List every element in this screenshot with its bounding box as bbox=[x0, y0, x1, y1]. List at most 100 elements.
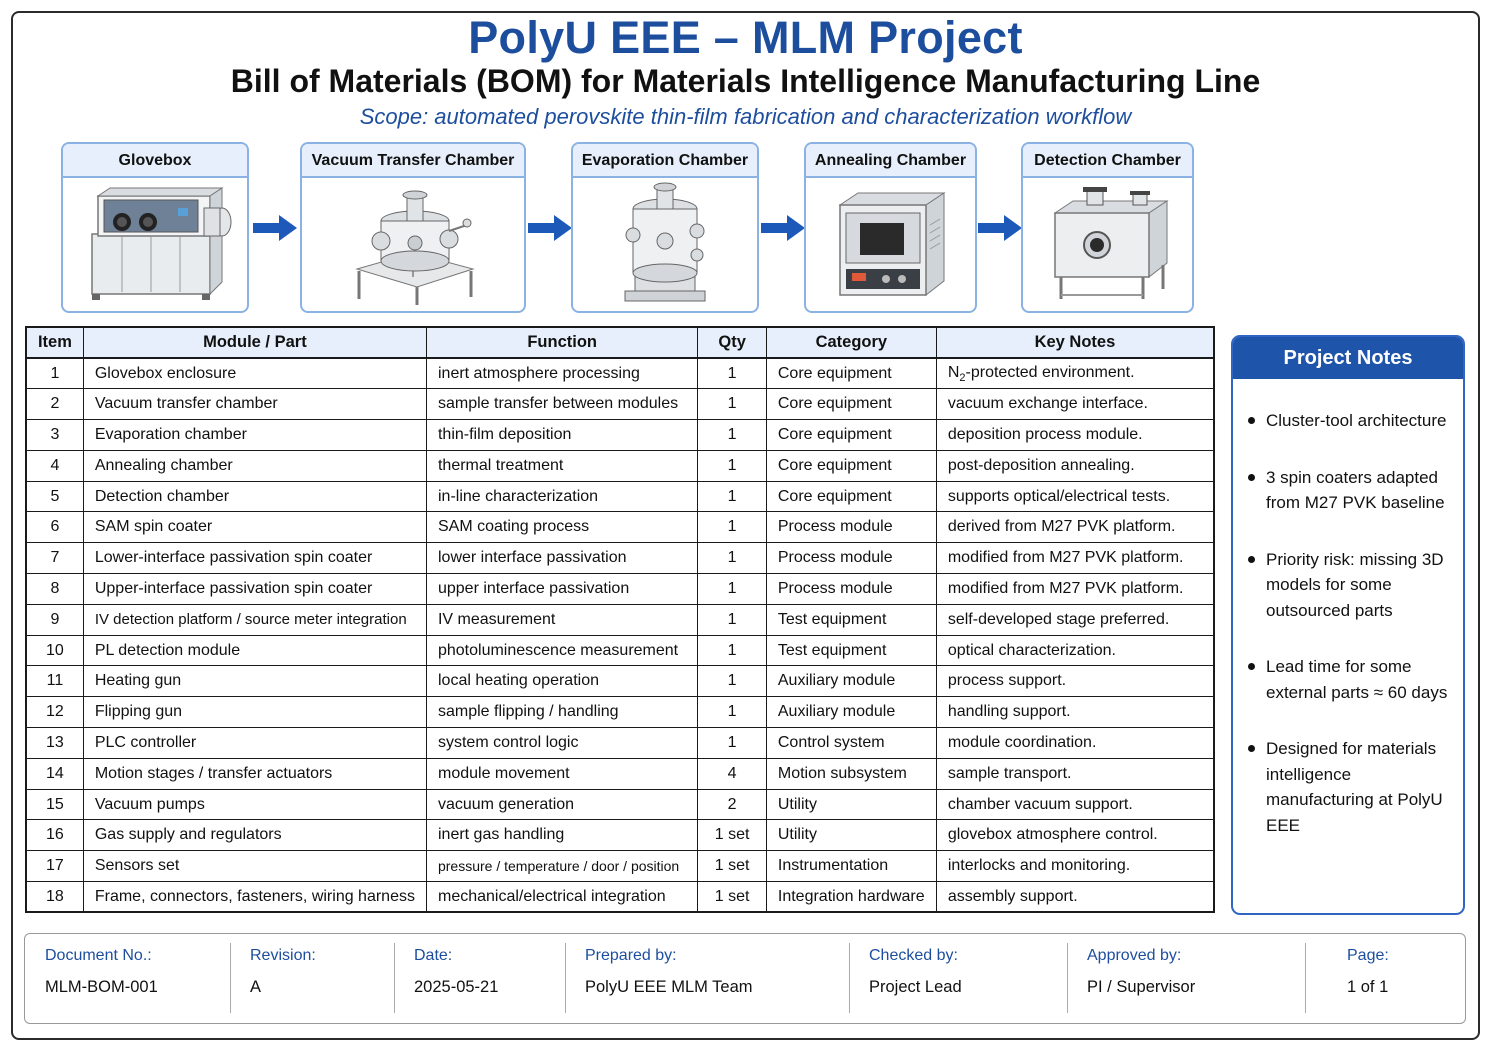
detection-chamber-icon bbox=[1052, 186, 1169, 299]
cell-module: SAM spin coater bbox=[82, 511, 427, 544]
footer-document-no: Document No.: MLM-BOM-001 bbox=[25, 934, 230, 1023]
cell-module: Vacuum transfer chamber bbox=[82, 388, 427, 421]
cell-notes: supports optical/electrical tests. bbox=[935, 480, 1215, 513]
cell-category: Motion subsystem bbox=[765, 757, 937, 790]
cell-category: Core equipment bbox=[765, 480, 937, 513]
cell-function: mechanical/electrical integration bbox=[425, 881, 699, 913]
footer-value: A bbox=[250, 978, 262, 996]
flow-arrow-icon bbox=[761, 215, 805, 241]
cell-qty: 1 bbox=[697, 449, 767, 482]
cell-qty: 1 bbox=[697, 542, 767, 575]
cell-qty: 4 bbox=[697, 757, 767, 790]
flow-arrow-icon bbox=[978, 215, 1022, 241]
cell-notes: post-deposition annealing. bbox=[935, 449, 1215, 482]
footer-label: Prepared by: bbox=[585, 947, 677, 964]
cell-category: Auxiliary module bbox=[765, 696, 937, 729]
cell-module: Sensors set bbox=[82, 850, 427, 883]
footer-prepared-by: Prepared by: PolyU EEE MLM Team bbox=[565, 934, 849, 1023]
cell-item: 17 bbox=[25, 850, 84, 883]
cell-category: Process module bbox=[765, 511, 937, 544]
cell-notes: deposition process module. bbox=[935, 419, 1215, 451]
footer-value: Project Lead bbox=[869, 978, 962, 996]
footer-page: Page: 1 of 1 bbox=[1305, 934, 1463, 1023]
evaporation-chamber-icon bbox=[624, 182, 706, 301]
cell-item: 14 bbox=[25, 757, 84, 790]
stage-label: Vacuum Transfer Chamber bbox=[302, 144, 524, 178]
footer-label: Revision: bbox=[250, 947, 316, 964]
note-item: Priority risk: missing 3D models for som… bbox=[1247, 547, 1453, 624]
cell-category: Integration hardware bbox=[765, 881, 937, 913]
cell-module: PLC controller bbox=[82, 727, 427, 759]
cell-function: system control logic bbox=[425, 727, 699, 759]
cell-category: Instrumentation bbox=[765, 850, 937, 883]
footer-revision: Revision: A bbox=[230, 934, 394, 1023]
page-title: PolyU EEE – MLM Project bbox=[468, 12, 1023, 63]
cell-item: 7 bbox=[25, 542, 84, 575]
cell-item: 15 bbox=[25, 788, 84, 821]
project-notes-panel: Project Notes Cluster-tool architecture … bbox=[1231, 335, 1465, 915]
cell-category: Utility bbox=[765, 788, 937, 821]
cell-module: Heating gun bbox=[82, 665, 427, 698]
cell-item: 3 bbox=[25, 419, 84, 451]
footer-date: Date: 2025-05-21 bbox=[394, 934, 565, 1023]
cell-function: sample flipping / handling bbox=[425, 696, 699, 729]
stage-evaporation-chamber: Evaporation Chamber bbox=[571, 142, 759, 313]
stage-label: Glovebox bbox=[63, 144, 247, 178]
stage-glovebox: Glovebox bbox=[61, 142, 249, 313]
cell-module: Frame, connectors, fasteners, wiring har… bbox=[82, 881, 427, 913]
cell-item: 8 bbox=[25, 573, 84, 605]
cell-qty: 1 bbox=[697, 357, 767, 390]
flow-arrow-icon bbox=[253, 215, 297, 241]
note-item: Cluster-tool architecture bbox=[1247, 408, 1453, 434]
cell-qty: 1 bbox=[697, 573, 767, 605]
cell-function: lower interface passivation bbox=[425, 542, 699, 575]
cell-notes: derived from M27 PVK platform. bbox=[935, 511, 1215, 544]
document-footer: Document No.: MLM-BOM-001 Revision: A Da… bbox=[24, 933, 1466, 1024]
footer-checked-by: Checked by: Project Lead bbox=[849, 934, 1067, 1023]
stage-label: Evaporation Chamber bbox=[573, 144, 757, 178]
cell-function: photoluminescence measurement bbox=[425, 634, 699, 667]
cell-item: 13 bbox=[25, 727, 84, 759]
notes-subscript: 2 bbox=[959, 371, 966, 384]
cell-qty: 1 set bbox=[697, 819, 767, 852]
cell-qty: 1 bbox=[697, 634, 767, 667]
cell-module: PL detection module bbox=[82, 634, 427, 667]
footer-label: Checked by: bbox=[869, 947, 958, 964]
cell-module: Upper-interface passivation spin coater bbox=[82, 573, 427, 605]
cell-module: Motion stages / transfer actuators bbox=[82, 757, 427, 790]
footer-label: Page: bbox=[1347, 947, 1389, 964]
note-item: Designed for materials intelligence manu… bbox=[1247, 736, 1453, 838]
cell-notes: assembly support. bbox=[935, 881, 1215, 913]
note-item: 3 spin coaters adapted from M27 PVK base… bbox=[1247, 465, 1453, 516]
cell-qty: 1 set bbox=[697, 881, 767, 913]
stage-detection-chamber: Detection Chamber bbox=[1021, 142, 1194, 313]
footer-label: Document No.: bbox=[45, 947, 152, 964]
stage-label: Detection Chamber bbox=[1023, 144, 1192, 178]
footer-value: PI / Supervisor bbox=[1087, 978, 1196, 996]
cell-category: Core equipment bbox=[765, 357, 937, 390]
cell-qty: 1 bbox=[697, 696, 767, 729]
cell-function: IV measurement bbox=[425, 603, 699, 636]
cell-module: Annealing chamber bbox=[82, 449, 427, 482]
notes-prefix: N bbox=[947, 363, 960, 381]
cell-notes: sample transport. bbox=[935, 757, 1215, 790]
cell-function: local heating operation bbox=[425, 665, 699, 698]
cell-category: Core equipment bbox=[765, 419, 937, 451]
flow-arrow-icon bbox=[528, 215, 572, 241]
cell-qty: 2 bbox=[697, 788, 767, 821]
cell-notes: modified from M27 PVK platform. bbox=[935, 542, 1215, 575]
cell-function: inert atmosphere processing bbox=[425, 357, 699, 390]
cell-notes: chamber vacuum support. bbox=[935, 788, 1215, 821]
page-subtitle: Bill of Materials (BOM) for Materials In… bbox=[230, 63, 1261, 99]
footer-value: MLM-BOM-001 bbox=[45, 978, 158, 996]
cell-function: inert gas handling bbox=[425, 819, 699, 852]
